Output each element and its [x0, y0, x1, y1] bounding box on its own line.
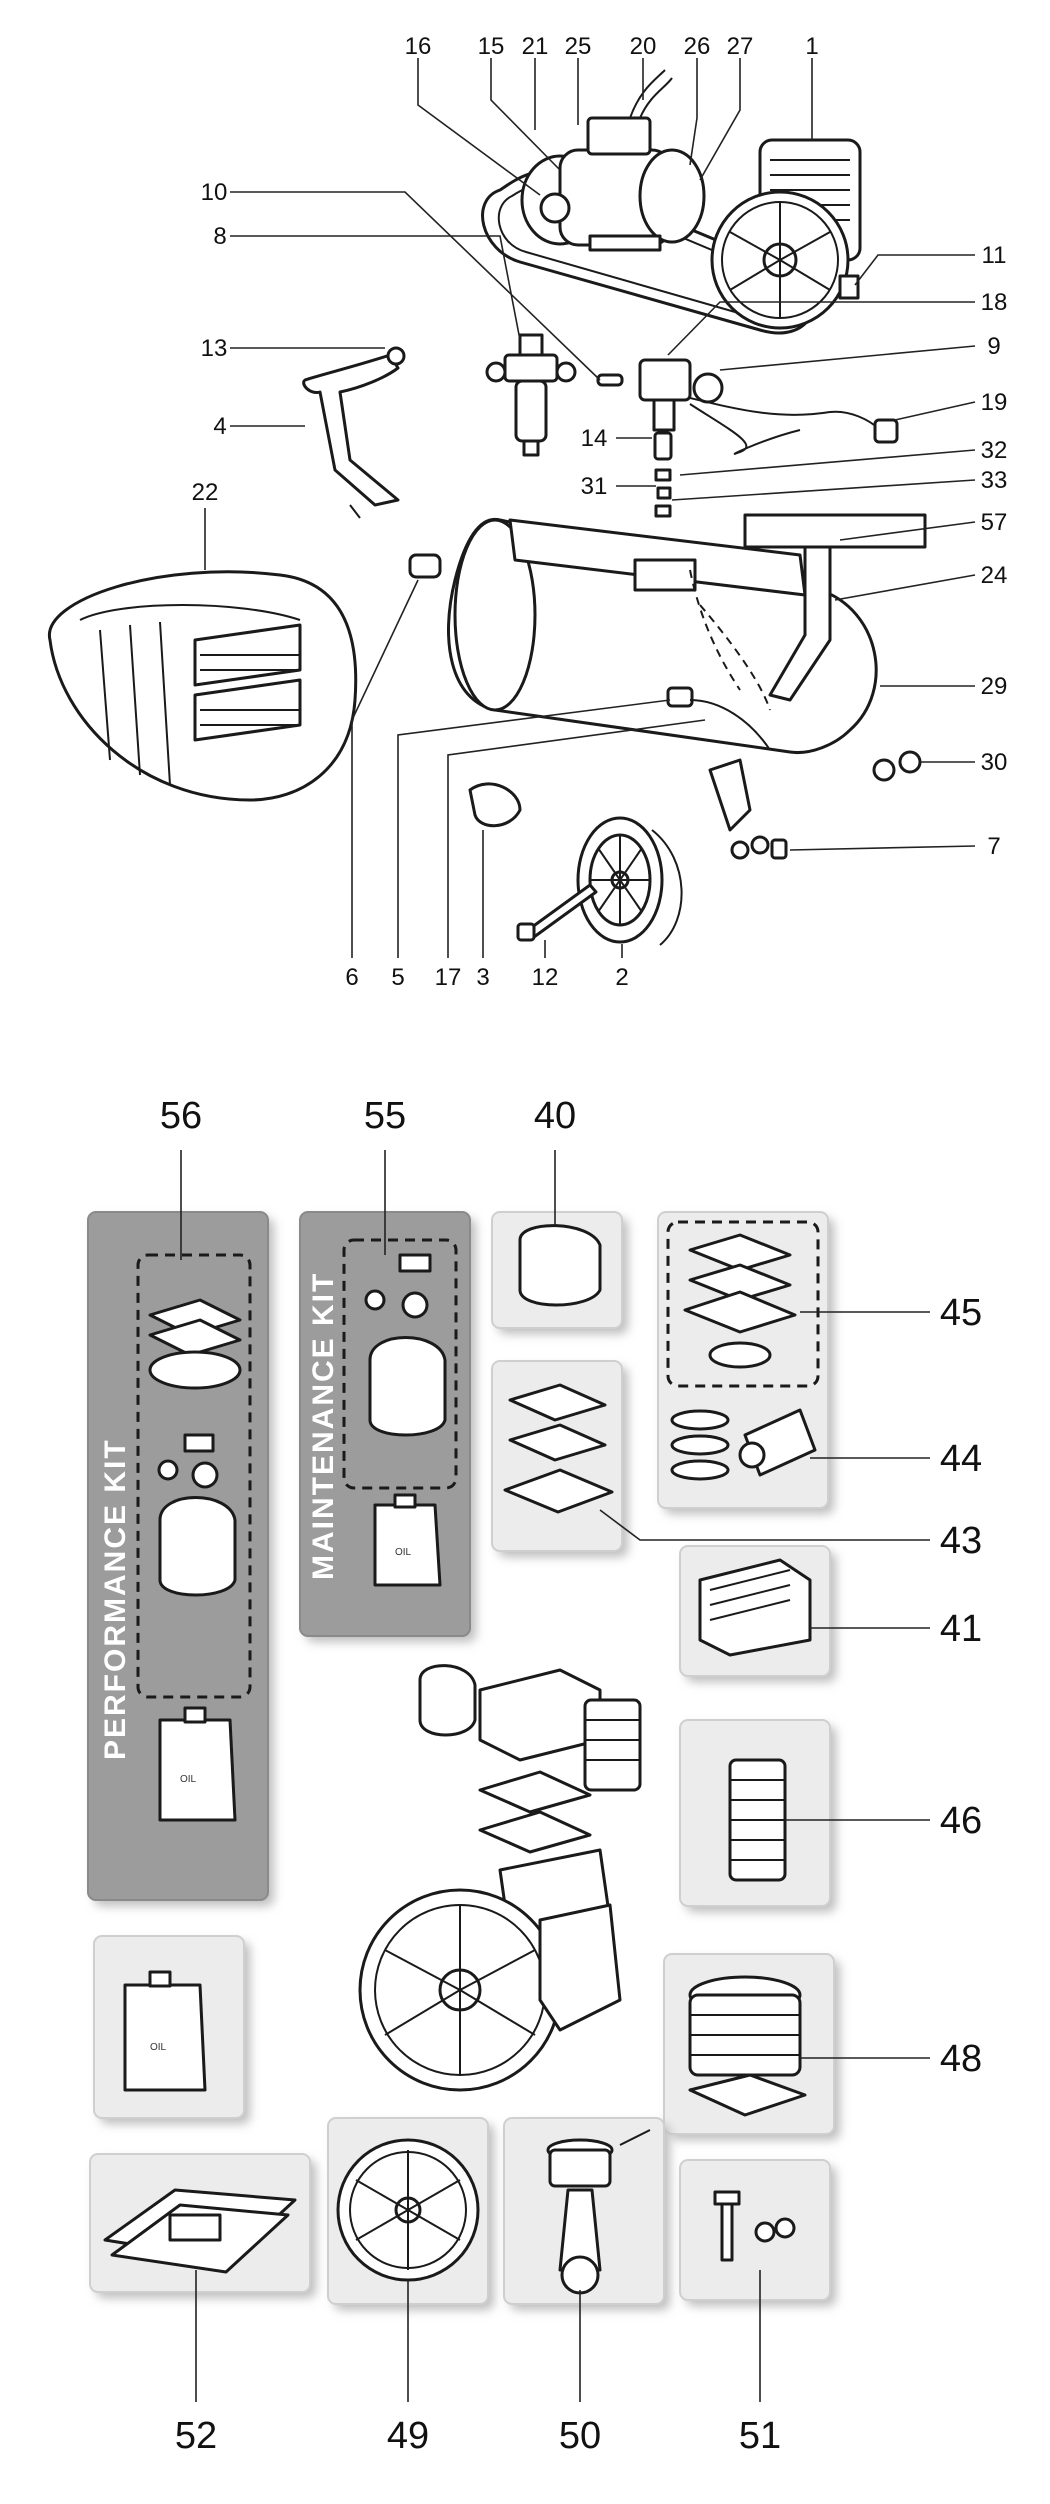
valve-fittings — [596, 373, 673, 518]
callout-27: 27 — [727, 33, 754, 60]
callout-57: 57 — [981, 509, 1008, 536]
performance-kit-panel: OIL PERFORMANCE KIT — [87, 1211, 274, 1906]
part-40-panel — [491, 1211, 628, 1334]
callout-48: 48 — [940, 2038, 982, 2080]
callout-33: 33 — [981, 467, 1008, 494]
part-46-panel — [679, 1719, 836, 1912]
pump-head-exploded — [358, 1664, 642, 2092]
part-43-panel — [491, 1360, 628, 1557]
check-valve — [408, 553, 442, 579]
callout-19: 19 — [981, 389, 1008, 416]
compressor-pump — [710, 138, 862, 330]
wheel-assembly — [576, 816, 683, 946]
callout-14: 14 — [581, 425, 608, 452]
air-tank — [447, 513, 927, 832]
axle-bolt — [516, 883, 598, 942]
maintenance-oil-label: OIL — [395, 1547, 412, 1558]
callout-4: 4 — [213, 413, 226, 440]
callout-51: 51 — [739, 2415, 781, 2457]
callout-12: 12 — [532, 964, 559, 991]
callout-26: 26 — [684, 33, 711, 60]
callout-43: 43 — [940, 1520, 982, 1562]
callout-6: 6 — [345, 964, 358, 991]
callout-22: 22 — [192, 479, 219, 506]
callout-21: 21 — [522, 33, 549, 60]
oil-bottle-panel: OIL — [93, 1935, 250, 2124]
pressure-switch — [638, 358, 899, 455]
foot-bracket — [468, 782, 522, 828]
part-48-panel — [663, 1953, 840, 2140]
callout-50: 50 — [559, 2415, 601, 2457]
part-52-panel — [89, 2153, 316, 2298]
callout-1: 1 — [805, 33, 818, 60]
callout-10: 10 — [201, 179, 228, 206]
callout-40: 40 — [534, 1095, 576, 1137]
callout-5: 5 — [391, 964, 404, 991]
handle-tube — [302, 346, 406, 519]
cooling-shroud — [48, 570, 358, 802]
callout-2: 2 — [615, 964, 628, 991]
callout-31: 31 — [581, 473, 608, 500]
callout-11: 11 — [982, 242, 1007, 269]
callout-52: 52 — [175, 2415, 217, 2457]
maintenance-kit-panel: OIL MAINTENANCE KIT — [299, 1211, 476, 1642]
air-regulator — [485, 333, 577, 457]
maintenance-kit-title: MAINTENANCE KIT — [307, 1272, 340, 1580]
callout-32: 32 — [981, 437, 1008, 464]
performance-oil-label: OIL — [180, 1774, 197, 1785]
callout-8: 8 — [213, 223, 226, 250]
callout-24: 24 — [981, 562, 1008, 589]
bottom-leader-lines — [180, 1150, 930, 2402]
performance-kit-title: PERFORMANCE KIT — [99, 1438, 132, 1760]
callout-17: 17 — [435, 964, 462, 991]
callout-56: 56 — [160, 1095, 202, 1137]
callout-20: 20 — [630, 33, 657, 60]
callout-30: 30 — [981, 749, 1008, 776]
callout-46: 46 — [940, 1800, 982, 1842]
tank-fittings — [666, 686, 922, 860]
callout-49: 49 — [387, 2415, 429, 2457]
callout-13: 13 — [201, 335, 228, 362]
oil-bottle-label: OIL — [150, 2042, 167, 2053]
electric-motor — [520, 69, 706, 252]
callout-41: 41 — [940, 1608, 982, 1650]
callout-15: 15 — [478, 33, 505, 60]
callout-3: 3 — [476, 964, 489, 991]
callout-25: 25 — [565, 33, 592, 60]
callout-44: 44 — [940, 1438, 982, 1480]
bottom-callout-numbers: 56 55 40 45 44 43 41 46 48 52 49 50 51 — [160, 1095, 982, 2457]
callout-18: 18 — [981, 289, 1008, 316]
top-leader-lines — [204, 58, 976, 958]
part-51-panel — [679, 2159, 836, 2306]
part-45-44-panel — [657, 1211, 834, 1514]
callout-45: 45 — [940, 1292, 982, 1334]
callout-55: 55 — [364, 1095, 406, 1137]
part-41-panel — [679, 1545, 836, 1682]
part-50-panel — [503, 2117, 670, 2310]
part-49-panel — [327, 2117, 494, 2310]
callout-16: 16 — [405, 33, 432, 60]
top-callout-numbers: 16 15 21 25 20 26 27 1 10 8 11 18 13 9 4… — [192, 33, 1008, 991]
callout-9: 9 — [987, 333, 1000, 360]
callout-29: 29 — [981, 673, 1008, 700]
callout-7: 7 — [987, 833, 1000, 860]
